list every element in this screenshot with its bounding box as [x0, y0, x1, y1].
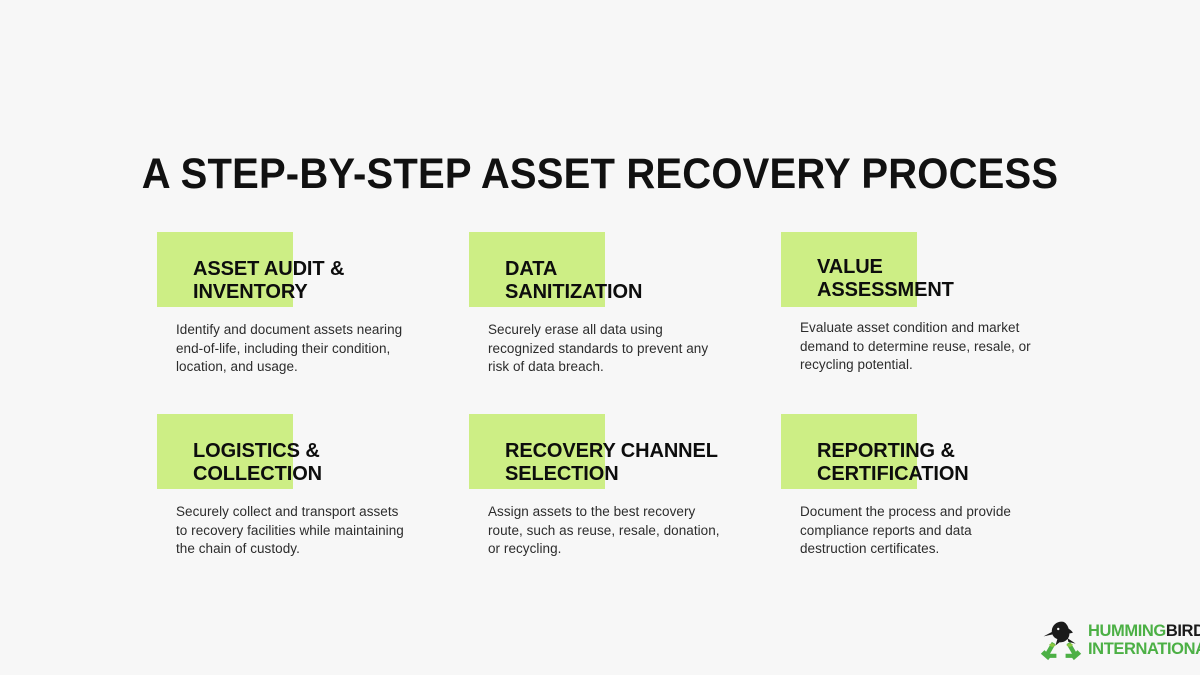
page-title: A STEP-BY-STEP ASSET RECOVERY PROCESS [141, 149, 1059, 198]
step-heading: ASSET AUDIT & INVENTORY [193, 258, 345, 303]
step-card-asset-audit-inventory: ASSET AUDIT & INVENTORY Identify and doc… [157, 232, 457, 377]
step-heading: LOGISTICS & COLLECTION [193, 440, 322, 485]
step-card-data-sanitization: DATA SANITIZATION Securely erase all dat… [469, 232, 769, 377]
steps-row-2: LOGISTICS & COLLECTION Securely collect … [157, 414, 1057, 596]
step-heading: REPORTING & CERTIFICATION [817, 440, 969, 485]
highlight-block [157, 232, 293, 307]
logo-line-2: INTERNATIONAL [1088, 640, 1200, 658]
logo-word-humming: HUMMING [1088, 621, 1166, 640]
step-description: Evaluate asset condition and market dema… [800, 320, 1031, 373]
highlight-block [781, 232, 917, 307]
logo-line-1: HUMMINGBIRD [1088, 621, 1200, 640]
step-description: Identify and document assets nearing end… [176, 322, 403, 375]
step-card-reporting-certification: REPORTING & CERTIFICATION Document the p… [781, 414, 1081, 559]
highlight-block [469, 414, 605, 489]
step-description: Document the process and provide complia… [800, 504, 1011, 557]
steps-row-1: ASSET AUDIT & INVENTORY Identify and doc… [157, 232, 1057, 414]
brand-logo: HUMMINGBIRD INTERNATIONAL [1038, 617, 1200, 663]
highlight-block [781, 414, 917, 489]
highlight-block [157, 414, 293, 489]
step-heading: DATA SANITIZATION [505, 258, 643, 303]
step-card-logistics-collection: LOGISTICS & COLLECTION Securely collect … [157, 414, 457, 559]
step-card-recovery-channel-selection: RECOVERY CHANNEL SELECTION Assign assets… [469, 414, 769, 559]
highlight-block [469, 232, 605, 307]
step-heading: RECOVERY CHANNEL SELECTION [505, 440, 718, 485]
step-description: Assign assets to the best recovery route… [488, 504, 720, 557]
steps-grid: ASSET AUDIT & INVENTORY Identify and doc… [157, 232, 1057, 596]
step-card-value-assessment: VALUE ASSESSMENT Evaluate asset conditio… [781, 232, 1081, 375]
logo-wordmark: HUMMINGBIRD INTERNATIONAL [1088, 621, 1200, 658]
hummingbird-recycle-icon [1040, 621, 1082, 661]
step-description: Securely collect and transport assets to… [176, 504, 404, 557]
step-heading: VALUE ASSESSMENT [817, 256, 954, 301]
logo-word-bird: BIRD [1165, 621, 1200, 640]
step-description: Securely erase all data using recognized… [488, 322, 709, 375]
